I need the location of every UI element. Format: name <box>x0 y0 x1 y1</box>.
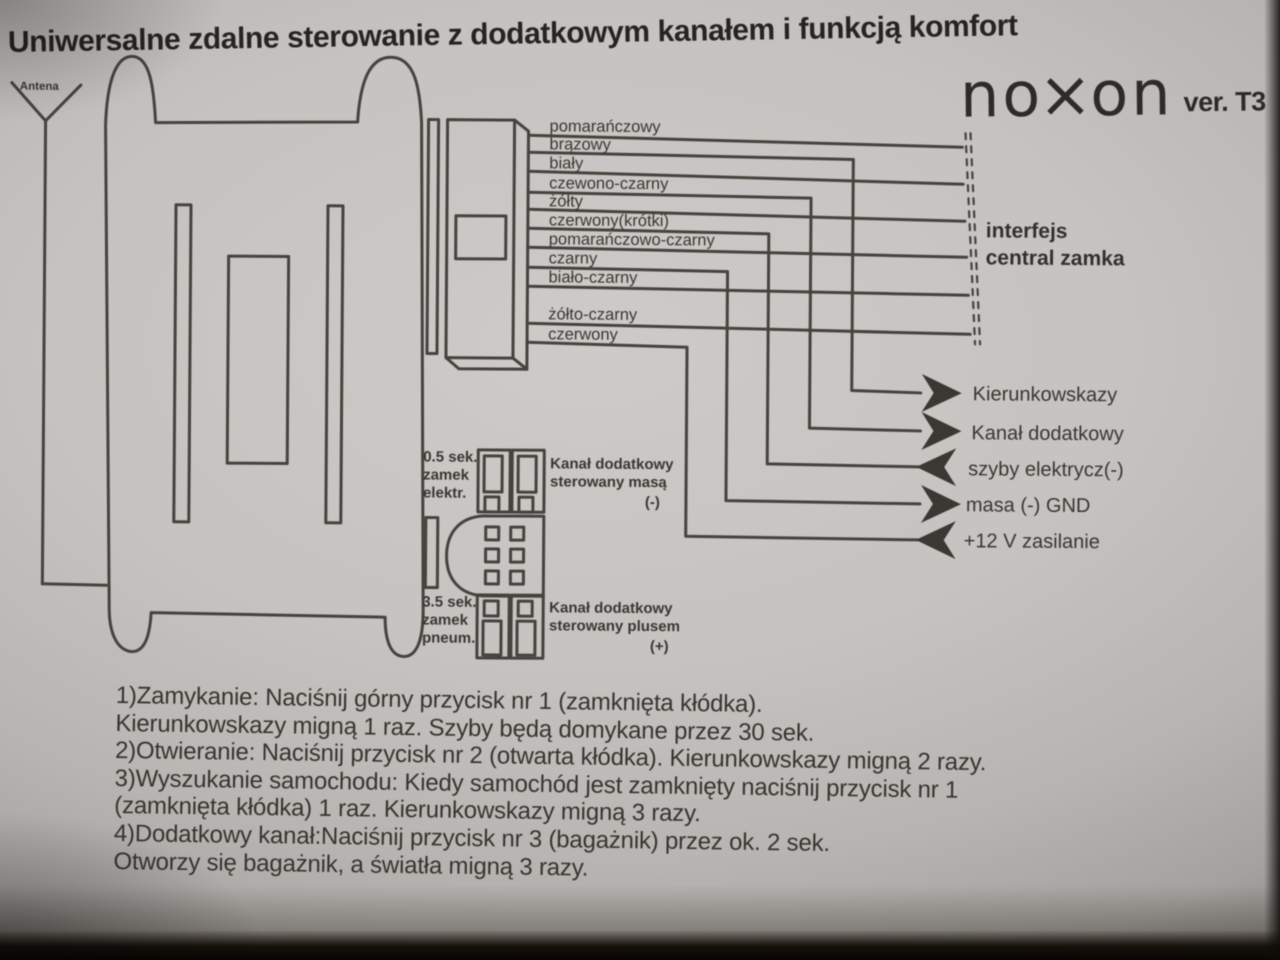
relay-bottom-desc2: sterowany plusem <box>549 617 680 635</box>
output-label: +12 V zasilanie <box>964 530 1100 553</box>
relay-top-desc2: sterowany masą <box>550 473 667 491</box>
interface-dashed-line <box>964 132 982 346</box>
d-connector <box>445 514 546 598</box>
module-slot-right <box>324 204 345 525</box>
wire-label: biało-czarny <box>548 268 638 287</box>
relay-bottom-kind: zamek <box>422 611 469 628</box>
connector-notch <box>454 214 508 261</box>
wire-label: czerwony(krótki) <box>549 211 669 230</box>
module-center-window <box>225 254 291 466</box>
output-arrows <box>915 373 962 560</box>
wires-to-interface <box>525 133 972 336</box>
arrow-right-icon <box>921 411 962 450</box>
relay-bottom-desc1: Kanał dodatkowy <box>549 599 673 617</box>
output-label: szyby elektrycz(-) <box>968 458 1124 481</box>
relay-block-top <box>476 448 546 514</box>
relay-bottom-type: pneum. <box>422 629 475 646</box>
arrow-right-icon <box>921 373 962 412</box>
arrow-left-icon <box>915 521 956 560</box>
output-label: Kierunkowskazy <box>973 383 1118 406</box>
antenna-label: Antena <box>20 81 60 93</box>
wire-label: biały <box>549 154 584 172</box>
arrow-left-icon <box>916 448 957 487</box>
wires-to-outputs <box>525 150 923 542</box>
wire-connector-block <box>444 118 531 371</box>
wire-label: czewono-czarny <box>549 174 669 193</box>
instructions-block: 1)Zamykanie: Naciśnij górny przycisk nr … <box>113 682 987 887</box>
interface-label-line2: central zamka <box>986 246 1125 270</box>
main-module-outline <box>104 54 441 658</box>
wire-label: czarny <box>549 249 598 267</box>
module-side-tab-bottom <box>423 515 440 590</box>
module-side-tab-top <box>425 117 441 356</box>
diagram-text-layer: Antena pomarańczowy brązowy biały czewon… <box>20 81 1125 656</box>
wire-label: żółto-czarny <box>548 305 638 324</box>
relay-top-kind: zamek <box>423 466 470 483</box>
relay-top-desc1: Kanał dodatkowy <box>550 455 674 473</box>
wire-label: pomarańczowy <box>549 117 661 136</box>
arrow-right-icon <box>920 484 961 523</box>
wiring-diagram: Antena pomarańczowy brązowy biały czewon… <box>10 54 1125 660</box>
relay-block-bottom <box>475 593 545 660</box>
relay-top-type: elektr. <box>423 484 466 501</box>
wire-label: brązowy <box>549 135 611 153</box>
relay-top-sign: (-) <box>645 494 660 511</box>
wire-label: żółty <box>549 192 584 210</box>
relay-bottom-time: 3.5 sek. <box>422 593 476 610</box>
output-label: Kanał dodatkowy <box>971 422 1123 445</box>
relay-top-time: 0.5 sek. <box>423 448 477 465</box>
wire-label: czerwony <box>548 325 619 343</box>
relay-bottom-sign: (+) <box>650 638 669 655</box>
wire-label: pomarańczowo-czarny <box>549 230 716 249</box>
module-slot-left <box>172 203 193 524</box>
interface-label-line1: interfejs <box>986 219 1068 243</box>
antenna-symbol <box>10 81 108 587</box>
output-label: masa (-) GND <box>966 494 1091 517</box>
